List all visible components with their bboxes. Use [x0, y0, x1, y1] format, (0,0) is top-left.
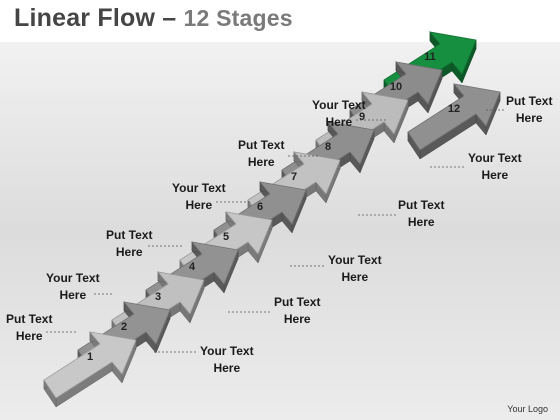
stage-number-3: 3 — [155, 291, 161, 303]
stage-arrow-face — [407, 83, 501, 151]
stage-label-line2: Here — [407, 215, 435, 229]
stage-label-line2: Here — [325, 115, 353, 129]
stage-label-line2: Here — [341, 270, 369, 284]
stage-label-line1: Put Text — [506, 94, 553, 108]
stage-number-11: 11 — [424, 51, 436, 63]
stage-label-line2: Here — [115, 245, 143, 259]
page-title: Linear Flow – 12 Stages — [14, 4, 293, 33]
stage-number-7: 7 — [291, 171, 297, 183]
stage-label-line1: Your Text — [312, 98, 366, 112]
stage-label-line2: Here — [515, 111, 543, 125]
title-dash: – — [162, 4, 177, 32]
stage-label-line1: Put Text — [238, 138, 285, 152]
stage-label-line1: Your Text — [328, 253, 382, 267]
title-sub: 12 Stages — [183, 5, 293, 31]
title-main: Linear Flow — [14, 4, 156, 32]
stage-label-line1: Put Text — [398, 198, 445, 212]
stage-number-9: 9 — [359, 111, 365, 123]
stage-arrow-12: 12 — [407, 83, 501, 160]
stage-number-6: 6 — [257, 201, 263, 213]
stage-number-2: 2 — [121, 321, 127, 333]
stage-label-line1: Put Text — [6, 312, 53, 326]
stage-label-line2: Here — [213, 361, 241, 375]
stage-arrow-1: 1 — [43, 331, 137, 408]
stage-label-line1: Your Text — [46, 271, 100, 285]
stage-label-line2: Here — [481, 168, 509, 182]
stage-label-line1: Put Text — [274, 295, 321, 309]
stage-label-line1: Your Text — [172, 181, 226, 195]
stage-label-line1: Put Text — [106, 228, 153, 242]
stage-label-line2: Here — [247, 155, 275, 169]
stage-arrow-face — [43, 331, 137, 399]
stage-number-10: 10 — [390, 81, 402, 93]
stage-label-line2: Here — [283, 312, 311, 326]
stage-label-line1: Your Text — [200, 344, 254, 358]
stage-number-12: 12 — [448, 103, 460, 115]
stage-label-line1: Your Text — [468, 151, 522, 165]
stage-number-4: 4 — [189, 261, 196, 273]
title-bar: Linear Flow – 12 Stages — [0, 0, 560, 42]
logo-text: Your Logo — [507, 404, 548, 414]
stage-label-line2: Here — [59, 288, 87, 302]
stage-number-1: 1 — [87, 351, 93, 363]
stage-number-8: 8 — [325, 141, 331, 153]
stage-label-line2: Here — [15, 329, 43, 343]
stage-number-5: 5 — [223, 231, 229, 243]
stage-label-line2: Here — [185, 198, 213, 212]
